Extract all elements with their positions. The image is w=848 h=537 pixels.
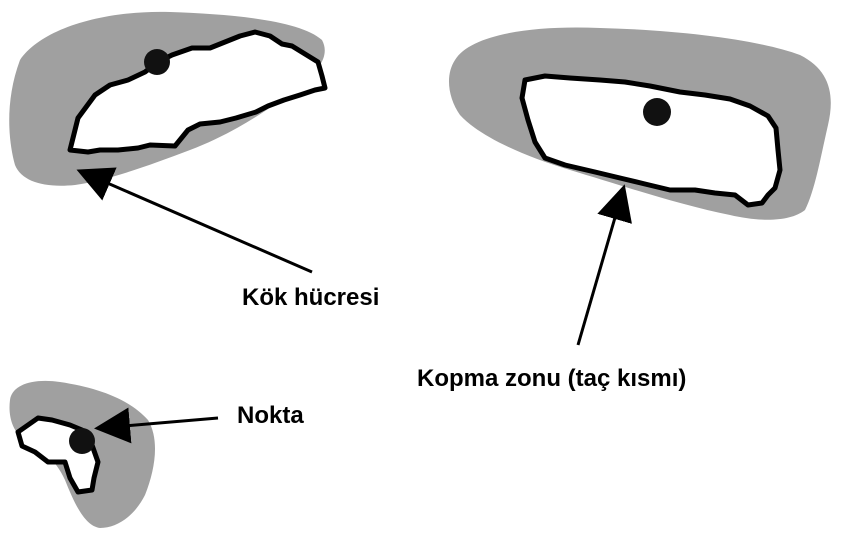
point-shape (9, 380, 156, 528)
root-cell-arrow (76, 167, 313, 274)
break-zone-dot (643, 98, 671, 126)
root-cell-dot (144, 49, 170, 75)
label-point: Nokta (237, 402, 304, 429)
point-arrow (94, 407, 219, 444)
root-cell-shape (9, 11, 328, 186)
label-root-cell: Kök hücresi (242, 284, 380, 311)
point-dot (69, 428, 95, 454)
label-break-zone: Kopma zonu (taç kısmı) (417, 365, 687, 392)
break-zone-arrow (576, 184, 632, 346)
break-zone-shape (448, 27, 831, 220)
break-zone-outline (519, 73, 783, 208)
